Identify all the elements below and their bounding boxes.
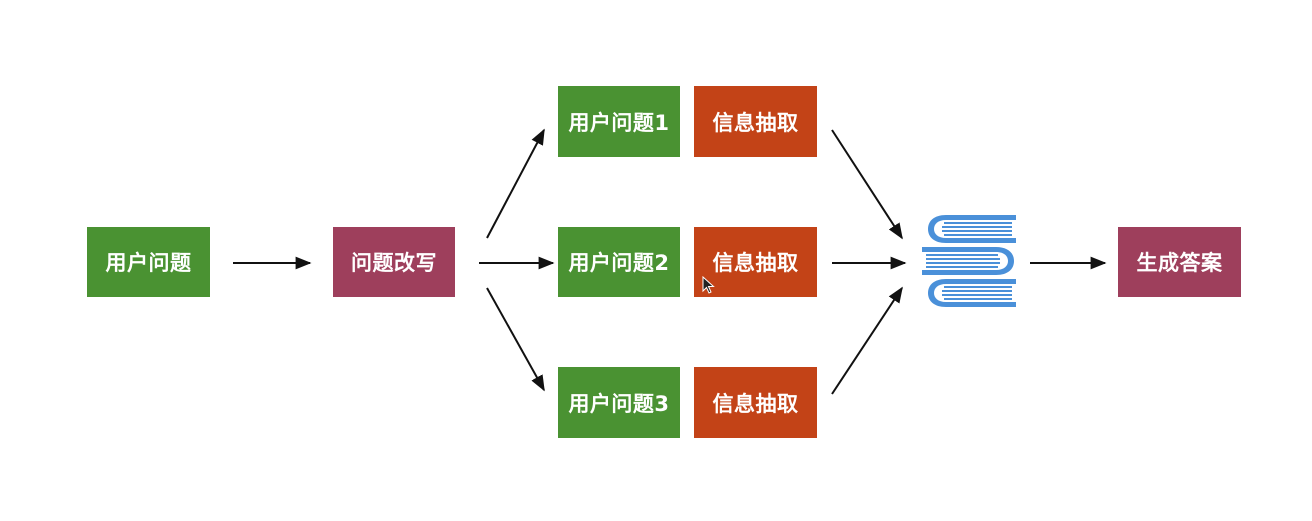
mouse-cursor-icon bbox=[702, 276, 715, 294]
arrow-extract3-to-kb bbox=[831, 286, 903, 395]
books-stack-icon bbox=[922, 215, 1016, 307]
node-info-extract-1: 信息抽取 bbox=[694, 86, 817, 157]
arrow-rewrite-to-q1 bbox=[486, 128, 545, 239]
node-question-rewrite: 问题改写 bbox=[333, 227, 455, 297]
node-generate-answer: 生成答案 bbox=[1118, 227, 1241, 297]
node-user-question: 用户问题 bbox=[87, 227, 210, 297]
node-info-extract-2: 信息抽取 bbox=[694, 227, 817, 297]
node-user-question-1: 用户问题1 bbox=[558, 86, 680, 157]
arrow-rewrite-to-q3 bbox=[486, 287, 545, 392]
arrow-extract1-to-kb bbox=[831, 129, 903, 240]
node-user-question-2: 用户问题2 bbox=[558, 227, 680, 297]
node-user-question-3: 用户问题3 bbox=[558, 367, 680, 438]
node-info-extract-3: 信息抽取 bbox=[694, 367, 817, 438]
